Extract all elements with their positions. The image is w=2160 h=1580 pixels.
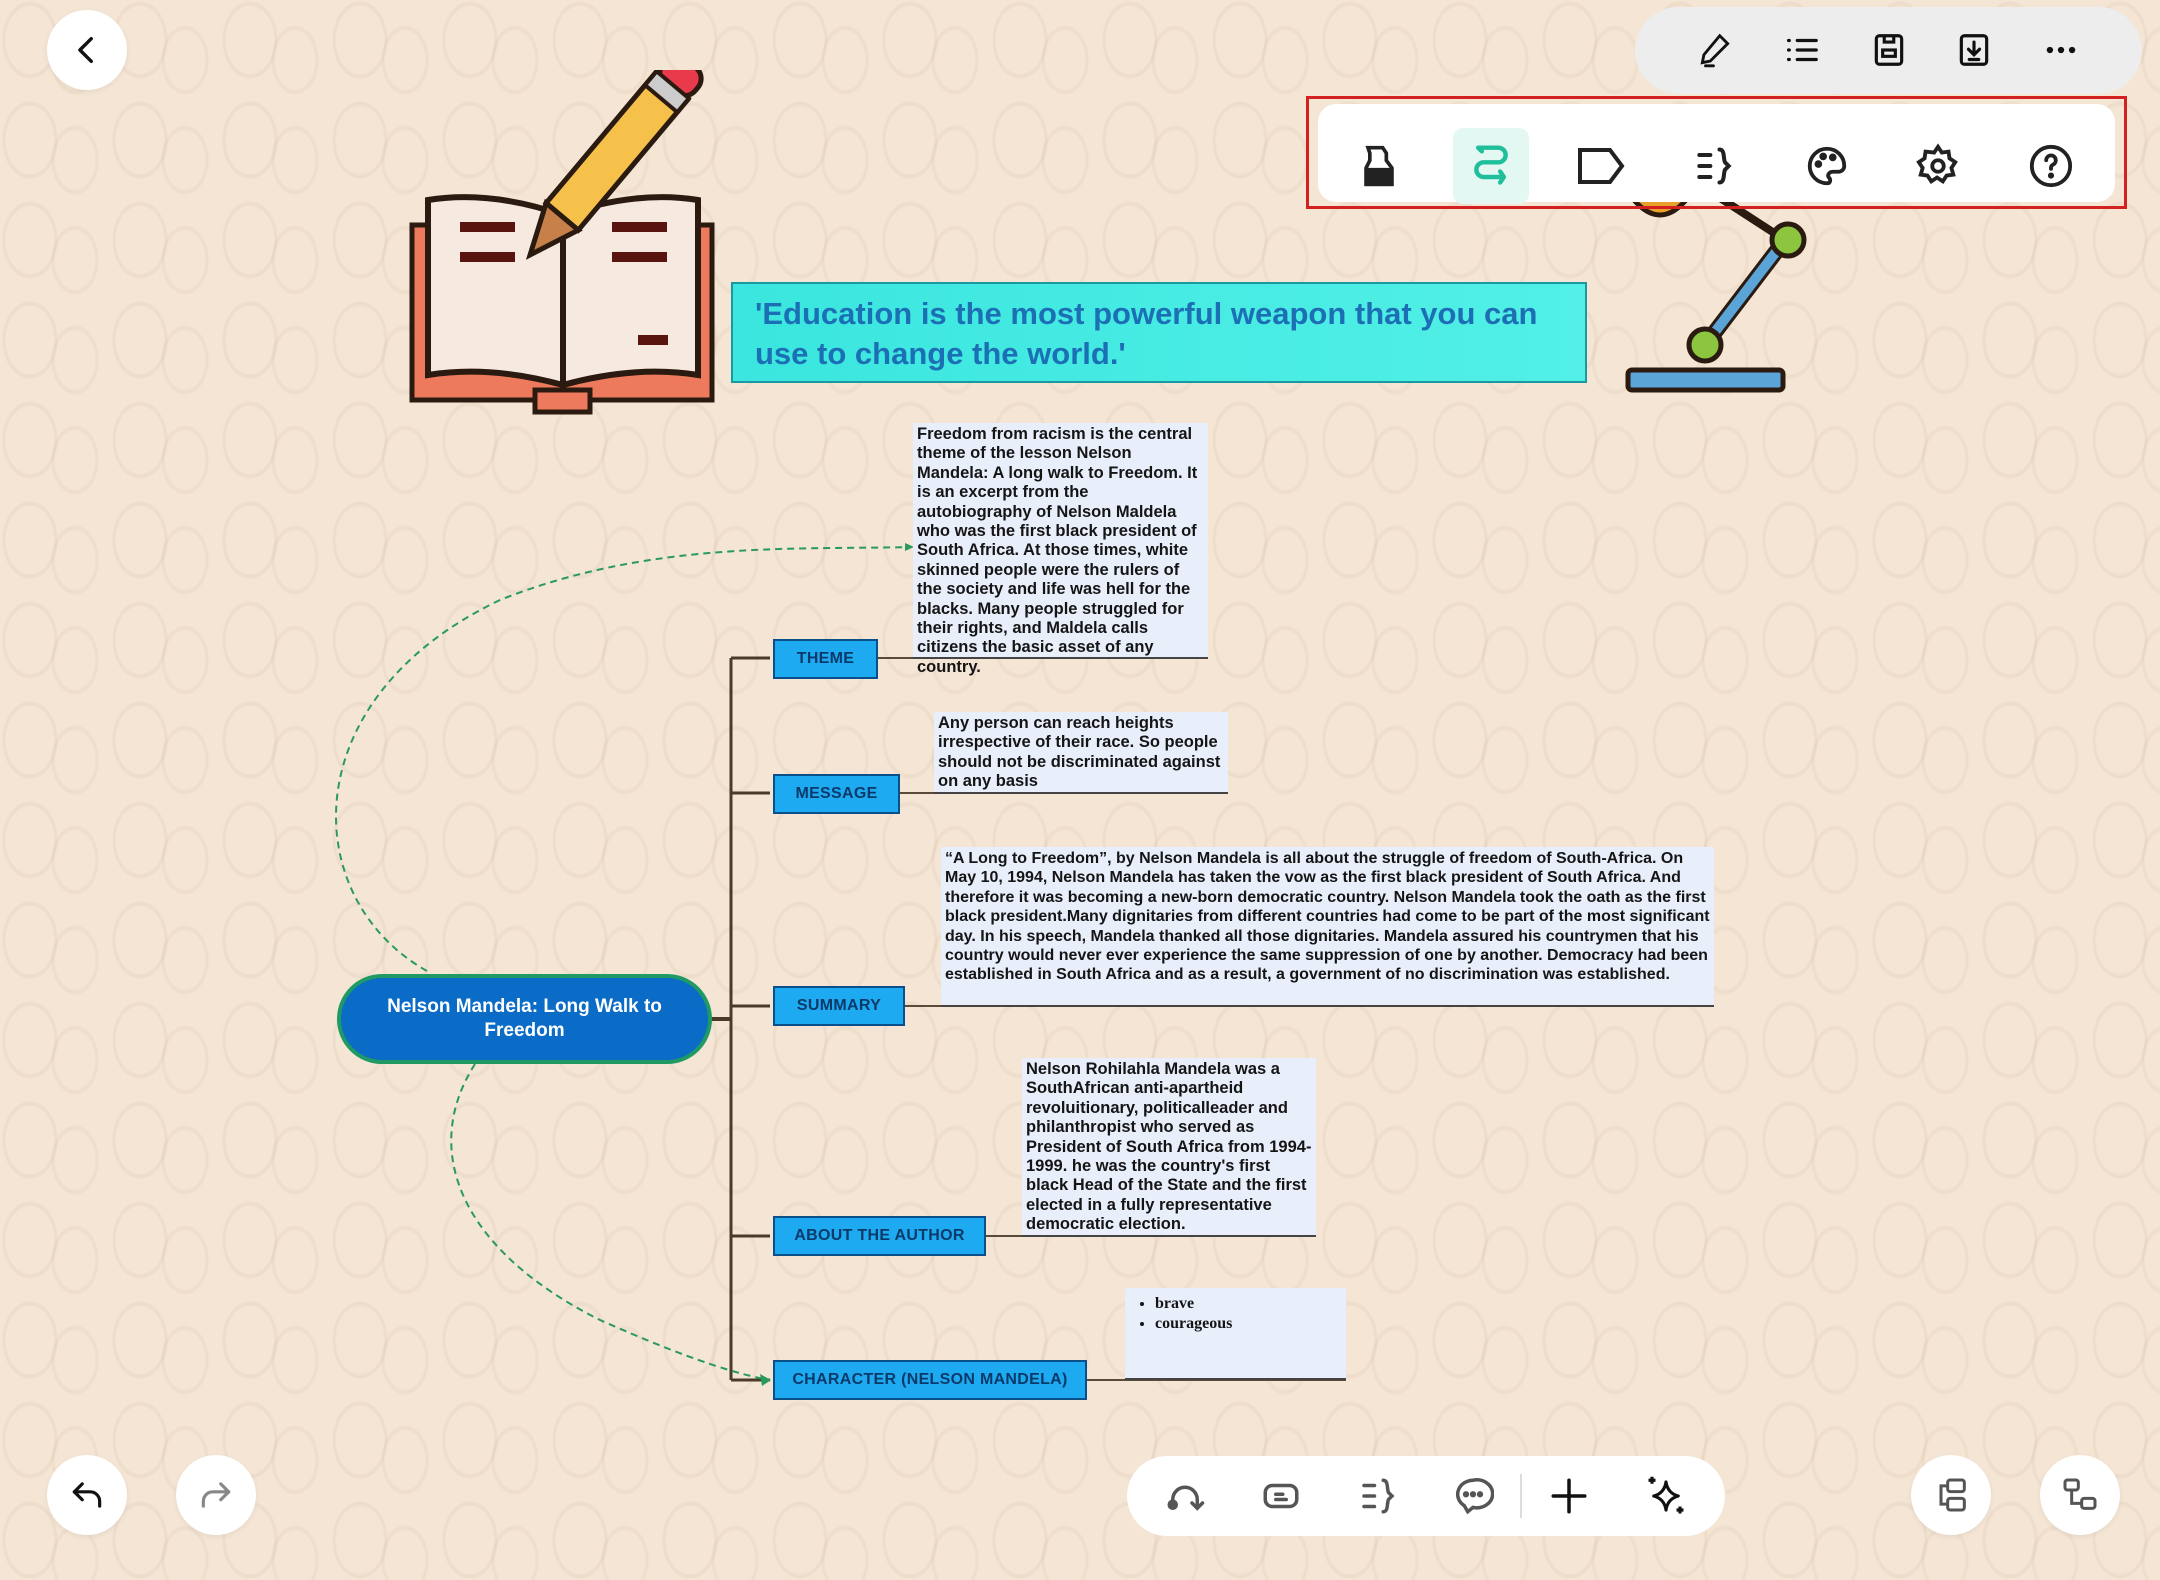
central-topic[interactable]: Nelson Mandela: Long Walk to Freedom (337, 974, 712, 1064)
note-message[interactable]: Any person can reach heights irrespectiv… (934, 712, 1228, 794)
style-panel (1318, 104, 2115, 204)
ai-sparkle-icon[interactable] (1642, 1472, 1690, 1520)
undo-button[interactable] (47, 1455, 127, 1535)
trait-item: courageous (1155, 1314, 1342, 1334)
top-toolbar (1635, 7, 2142, 94)
fill-icon[interactable] (1341, 128, 1417, 204)
redo-button[interactable] (176, 1455, 256, 1535)
branch-message[interactable]: MESSAGE (773, 774, 900, 814)
comment-icon[interactable] (1449, 1472, 1497, 1520)
toolbar-divider (1520, 1474, 1522, 1518)
note-about-author[interactable]: Nelson Rohilahla Mandela was a SouthAfri… (1022, 1058, 1316, 1237)
add-icon[interactable] (1545, 1472, 1593, 1520)
branch-theme[interactable]: THEME (773, 639, 878, 679)
topic-icon[interactable] (1257, 1472, 1305, 1520)
structure-button[interactable] (2040, 1455, 2120, 1535)
branch-about-author[interactable]: ABOUT THE AUTHOR (773, 1216, 986, 1256)
highlight-box (1306, 96, 2127, 209)
outline-list-icon[interactable] (1778, 26, 1826, 74)
branch-summary[interactable]: SUMMARY (773, 986, 905, 1026)
quote-box[interactable]: 'Education is the most powerful weapon t… (731, 282, 1587, 383)
layout-button[interactable] (1911, 1455, 1991, 1535)
bottom-toolbar (1127, 1456, 1725, 1536)
save-icon[interactable] (1865, 26, 1913, 74)
trait-item: brave (1155, 1294, 1342, 1314)
undo-icon (72, 1482, 102, 1508)
tree-structure-icon (2063, 1478, 2097, 1510)
relationship-line (450, 1063, 771, 1381)
redo-icon (201, 1482, 231, 1508)
shape-tag-icon[interactable] (1564, 128, 1640, 204)
note-summary[interactable]: “A Long to Freedom”, by Nelson Mandela i… (941, 847, 1714, 1007)
back-button[interactable] (47, 10, 127, 90)
help-icon[interactable] (2013, 128, 2089, 204)
branch-character[interactable]: CHARACTER (NELSON MANDELA) (773, 1360, 1087, 1400)
summary-icon[interactable] (1354, 1472, 1402, 1520)
note-theme[interactable]: Freedom from racism is the central theme… (913, 423, 1208, 676)
note-character[interactable]: brave courageous (1125, 1288, 1346, 1380)
chevron-left-icon (78, 36, 93, 64)
palette-icon[interactable] (1789, 128, 1865, 204)
settings-icon[interactable] (1900, 128, 1976, 204)
more-icon[interactable] (2037, 26, 2085, 74)
summary-bracket-icon[interactable] (1676, 128, 1752, 204)
export-icon[interactable] (1950, 26, 1998, 74)
connector-icon[interactable] (1453, 128, 1529, 204)
book-pencil-illustration (409, 70, 715, 415)
relationship-icon[interactable] (1161, 1472, 1209, 1520)
mindmap-layout-icon (1939, 1478, 1966, 1512)
pen-icon[interactable] (1691, 26, 1739, 74)
relationship-line (335, 546, 911, 972)
